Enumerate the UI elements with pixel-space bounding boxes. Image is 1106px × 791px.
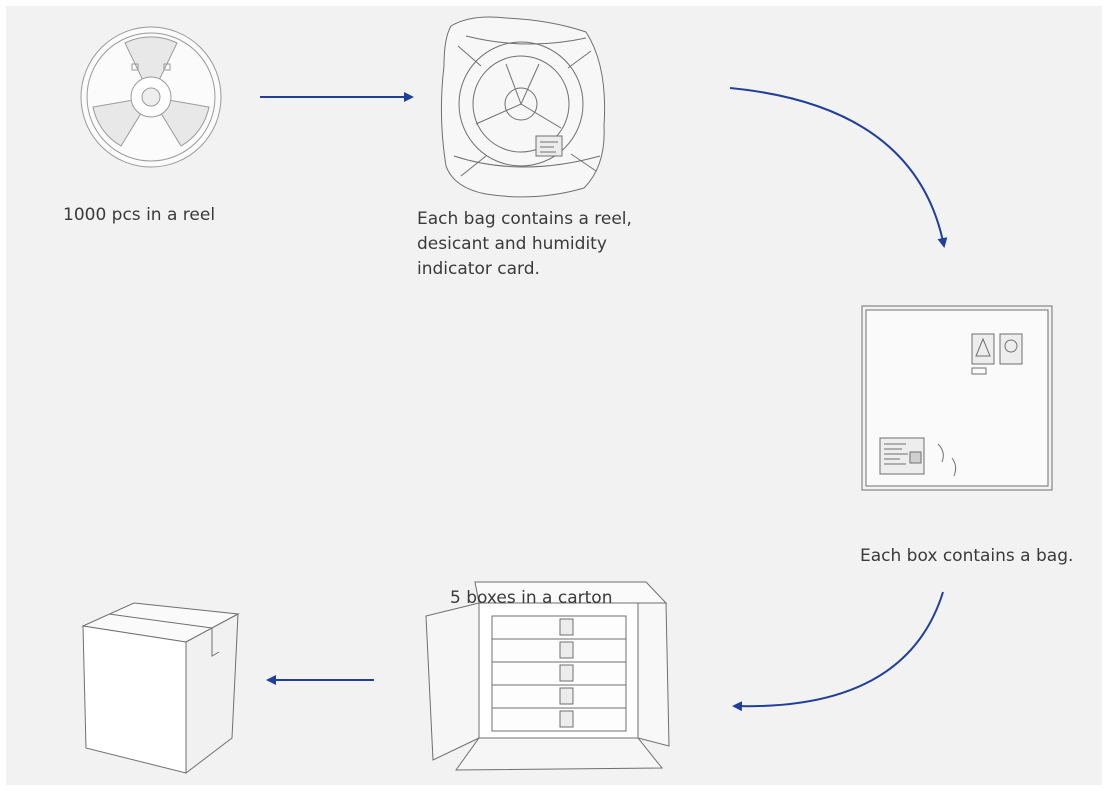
packaging-flow-diagram: 1000 pcs in a reel Each bag contains a r…	[6, 6, 1102, 785]
bag-caption-line-2: desicant and humidity	[417, 234, 607, 254]
tape-reel-icon	[80, 26, 222, 168]
sealed-carton-icon	[81, 602, 240, 775]
arrow-box-to-carton	[732, 591, 944, 712]
carton-caption: 5 boxes in a carton	[450, 588, 613, 608]
diagram-drawing	[80, 16, 1053, 775]
reel-caption: 1000 pcs in a reel	[63, 205, 216, 225]
cardboard-box-icon	[861, 305, 1053, 491]
open-carton-icon	[425, 581, 670, 771]
bag-caption-line-1: Each bag contains a reel,	[417, 209, 632, 229]
bag-caption: Each bag contains a reel, desicant and h…	[417, 207, 632, 282]
moisture-barrier-bag-icon	[440, 16, 606, 198]
bag-caption-line-3: indicator card.	[417, 259, 540, 279]
arrow-bag-to-box	[729, 87, 948, 248]
box-caption: Each box contains a bag.	[860, 546, 1074, 566]
